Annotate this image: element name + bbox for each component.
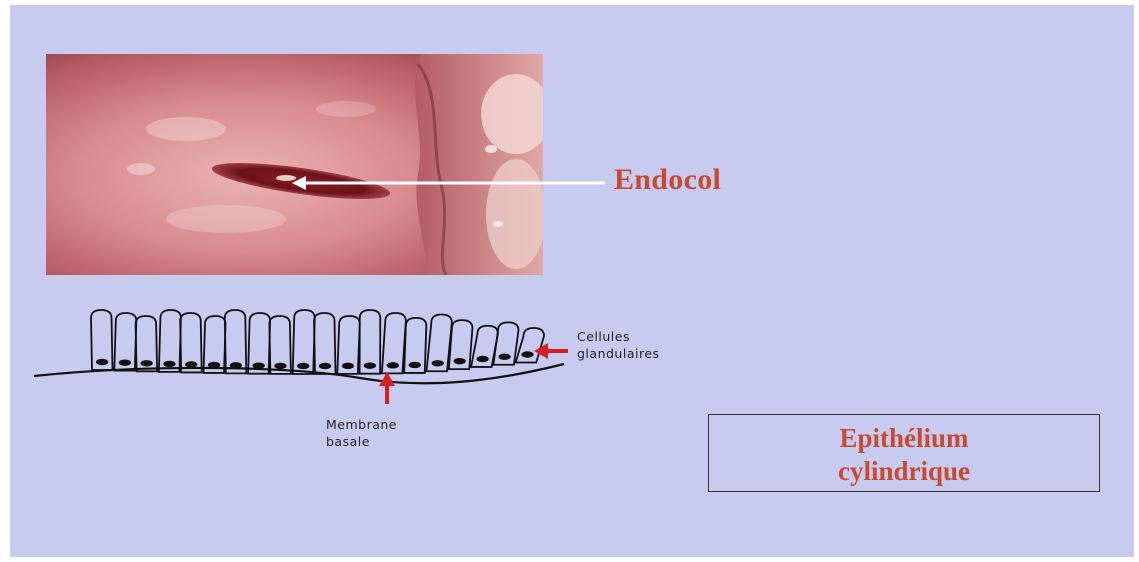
- epithelium-cylindrique-box: Epithélium cylindrique: [708, 414, 1100, 492]
- membrane-arrow: [379, 372, 395, 404]
- membrane-line-2: basale: [326, 433, 466, 450]
- cellules-line-1: Cellules: [577, 328, 727, 345]
- cellules-arrow: [534, 343, 568, 359]
- cellules-glandulaires-label: Cellules glandulaires: [577, 328, 727, 362]
- cellules-line-2: glandulaires: [577, 345, 727, 362]
- box-line-1: Epithélium: [709, 422, 1099, 455]
- box-line-2: cylindrique: [709, 455, 1099, 488]
- membrane-basale-label: Membrane basale: [326, 416, 466, 450]
- membrane-line-1: Membrane: [326, 416, 466, 433]
